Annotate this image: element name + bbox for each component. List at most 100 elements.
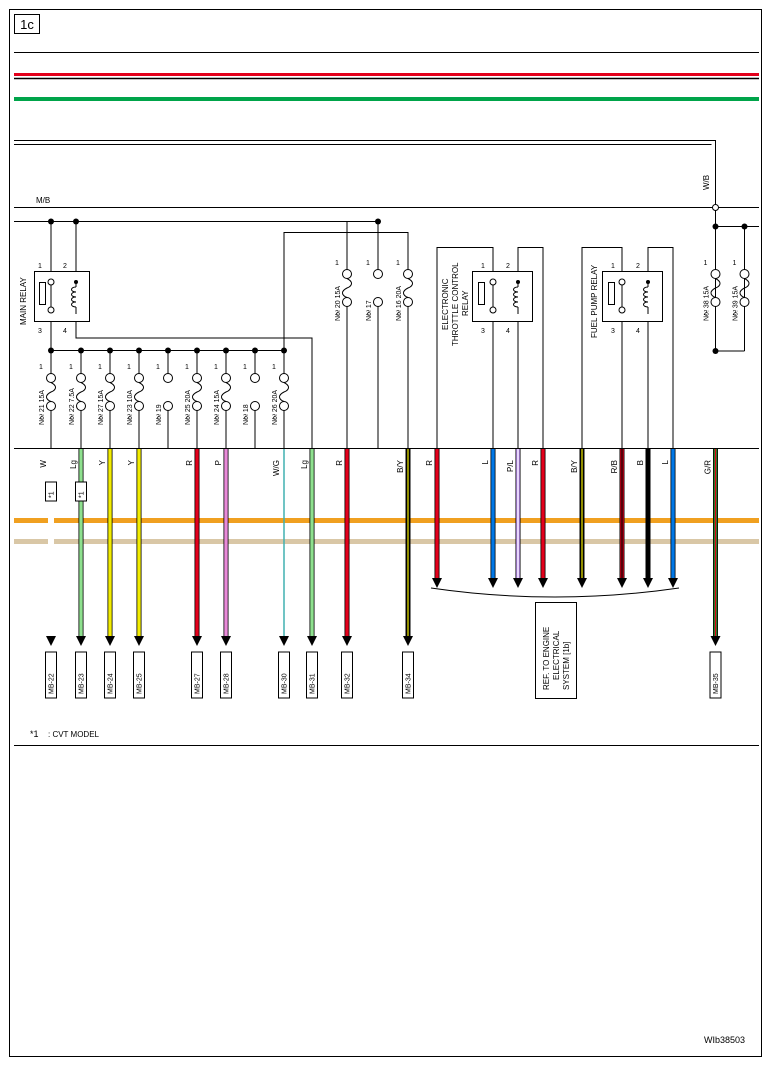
connector-label: MB-22 bbox=[49, 673, 56, 694]
wb-combine-node bbox=[712, 348, 719, 354]
fuse-label: No. 18 bbox=[243, 404, 250, 425]
ref-box bbox=[535, 602, 577, 699]
wire-arrow bbox=[134, 636, 144, 646]
main-relay-title: MAIN RELAY bbox=[19, 276, 28, 325]
fuel-pump-relay: 1 2 3 4 bbox=[581, 247, 674, 448]
wire-w-l2: L bbox=[661, 449, 678, 588]
connector-label: MB-34 bbox=[406, 673, 413, 694]
wire-w-pl: P/L bbox=[506, 449, 523, 588]
fuse-f18: No. 18 1 2 bbox=[243, 350, 260, 448]
footnote-text: : CVT MODEL bbox=[48, 730, 100, 739]
wire-arrow bbox=[538, 578, 548, 588]
fuse-pin-bottom: 2 bbox=[69, 414, 73, 421]
fuse-pin-top: 1 bbox=[396, 260, 400, 267]
bus-junctions bbox=[48, 218, 748, 230]
wire-arrow bbox=[577, 578, 587, 588]
wire-w-p: PMB-28 bbox=[214, 449, 232, 699]
svg-text:1: 1 bbox=[611, 263, 615, 270]
svg-text:3: 3 bbox=[481, 328, 485, 335]
wire-code: B/Y bbox=[396, 459, 405, 473]
fuse-pin-bottom: 2 bbox=[243, 414, 247, 421]
svg-text:2: 2 bbox=[63, 263, 67, 270]
fuse-label: No. 24 15A bbox=[214, 390, 221, 425]
drawing-id: WIb38503 bbox=[704, 1035, 745, 1045]
connector-box bbox=[75, 651, 87, 699]
wire-w-lg1: Lg*1MB-23 bbox=[69, 449, 87, 699]
wire-code: W/G bbox=[272, 460, 281, 476]
svg-text:3: 3 bbox=[38, 328, 42, 335]
wire-w-gr: G/RMB-35 bbox=[704, 449, 722, 699]
wire-code: L bbox=[481, 459, 490, 464]
ref-bracket bbox=[430, 587, 680, 598]
fuse-pin-bottom: 2 bbox=[272, 414, 276, 421]
svg-text:ELECTRONIC: ELECTRONIC bbox=[441, 278, 450, 330]
wire-arrow bbox=[307, 636, 317, 646]
wire-w-wg: W/G MB-30 bbox=[272, 449, 290, 699]
page-frame bbox=[9, 9, 762, 1057]
fuse-pin-bottom: 2 bbox=[39, 414, 43, 421]
connector-label: MB-25 bbox=[137, 673, 144, 694]
fuse-pin-top: 1 bbox=[243, 364, 247, 371]
wire-code: R bbox=[335, 460, 344, 466]
wire-w-y2: YMB-25 bbox=[127, 449, 145, 699]
ref-box-text: REF. TO ENGINE ELECTRICAL SYSTEM [1b] bbox=[542, 627, 571, 690]
etc-relay-title: ELECTRONIC THROTTLE CONTROL RELAY bbox=[441, 262, 470, 346]
svg-text:4: 4 bbox=[636, 328, 640, 335]
cvt-marker: *1 bbox=[79, 491, 86, 498]
fuse-pin-top: 1 bbox=[98, 364, 102, 371]
connector-label: MB-27 bbox=[195, 673, 202, 694]
wire-w-r2: R MB-32 bbox=[335, 449, 353, 699]
fuse-label: No. 17 bbox=[366, 300, 373, 321]
wire-code: W bbox=[39, 460, 48, 468]
wire-w-by2: B/Y bbox=[570, 449, 587, 588]
svg-text:4: 4 bbox=[63, 328, 67, 335]
wire-code: R bbox=[531, 460, 540, 466]
wire-arrow bbox=[342, 636, 352, 646]
wire-arrow bbox=[710, 636, 721, 646]
wire-arrow bbox=[668, 578, 678, 588]
connector-label: MB-23 bbox=[79, 673, 86, 694]
wire-w-by1: B/Y MB-34 bbox=[396, 449, 414, 699]
fuse-pin-bottom: 2 bbox=[396, 310, 400, 317]
fuse-pin-top: 1 bbox=[733, 260, 737, 267]
fuse-pin-bottom: 2 bbox=[98, 414, 102, 421]
wire-w-r1: RMB-27 bbox=[185, 449, 203, 699]
fuse-label: No. 16 20A bbox=[396, 286, 403, 321]
wire-w-rb: R/B bbox=[610, 449, 627, 588]
fuse-pin-top: 1 bbox=[39, 364, 43, 371]
connector-label: MB-32 bbox=[345, 673, 352, 694]
connector-label: MB-35 bbox=[713, 673, 720, 694]
footnote-mark: *1 bbox=[30, 729, 39, 739]
fuse-pin-bottom: 2 bbox=[214, 414, 218, 421]
wb-node bbox=[712, 204, 719, 211]
svg-text:SYSTEM [1b]: SYSTEM [1b] bbox=[562, 642, 571, 690]
wire-arrow bbox=[432, 578, 442, 588]
fuse-pin-top: 1 bbox=[366, 260, 370, 267]
fuse-pin-top: 1 bbox=[272, 364, 276, 371]
fuse-pin-bottom: 2 bbox=[366, 310, 370, 317]
bus-line-wb-branch bbox=[715, 210, 759, 351]
connector-label: MB-30 bbox=[282, 673, 289, 694]
fuse-f17: No. 17 1 2 bbox=[366, 221, 383, 448]
fuse-pin-top: 1 bbox=[127, 364, 131, 371]
svg-text:RELAY: RELAY bbox=[461, 290, 470, 316]
connector-box bbox=[191, 651, 203, 699]
svg-text:1: 1 bbox=[38, 263, 42, 270]
fuse-pin-bottom: 2 bbox=[185, 414, 189, 421]
main-relay: 1 2 3 4 bbox=[34, 221, 313, 448]
fuse-label: No. 23 10A bbox=[127, 390, 134, 425]
wire-code: L bbox=[661, 459, 670, 464]
connector-box bbox=[104, 651, 116, 699]
wb-feed-lines bbox=[14, 140, 716, 205]
fuse-pin-top: 1 bbox=[335, 260, 339, 267]
connector-label: MB-28 bbox=[224, 673, 231, 694]
